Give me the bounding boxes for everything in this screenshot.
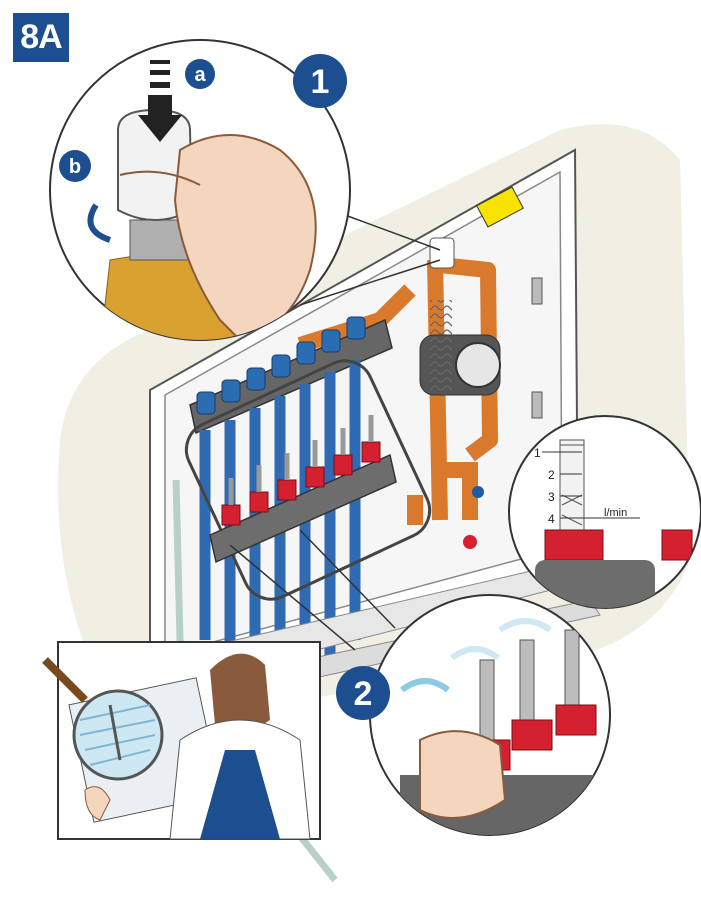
gauge-tick-3: 3 (548, 490, 555, 504)
gauge-tick-4: 4 (548, 512, 555, 526)
detail-flow-gauge: 1 2 3 4 l/min (509, 416, 701, 610)
callout-step1-label: 1 (311, 63, 330, 101)
callout-step1: 1 (293, 54, 347, 108)
technician-inset (45, 642, 320, 839)
gauge-tick-2: 2 (548, 468, 555, 482)
callout-step2: 2 (336, 666, 390, 720)
gauge-tick-1: 1 (534, 446, 541, 460)
callout-sub-b-label: b (69, 156, 81, 178)
callout-sub-a-label: a (194, 64, 206, 86)
step-label: 8A (13, 13, 69, 62)
callout-step2-label: 2 (354, 675, 373, 713)
callout-sub-a: a (185, 59, 215, 89)
callout-sub-b: b (59, 150, 91, 182)
gauge-unit: l/min (604, 507, 627, 519)
